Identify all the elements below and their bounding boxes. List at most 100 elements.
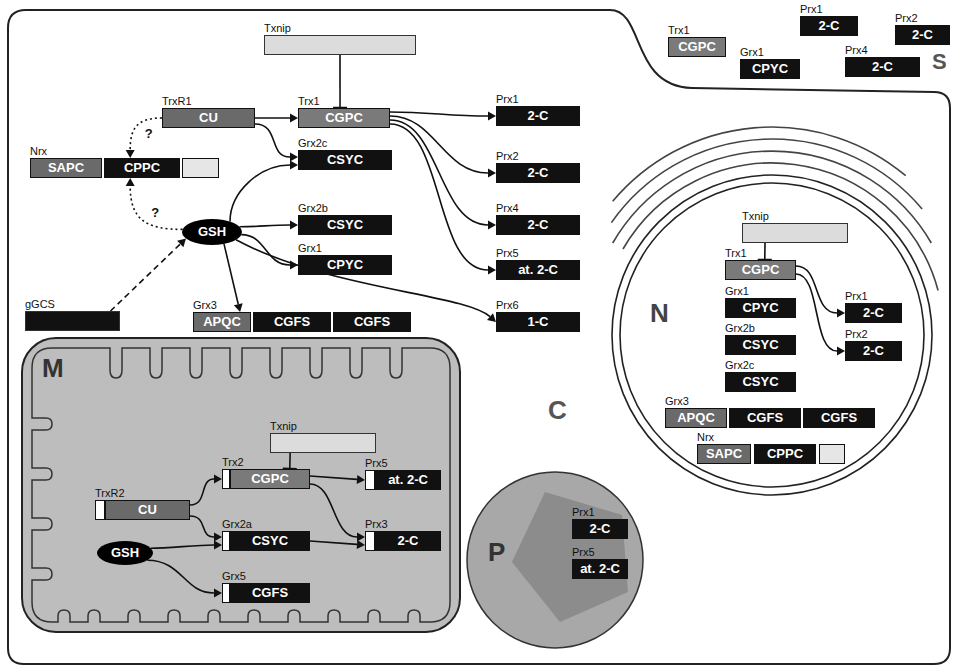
protein-name: Prx1 [572,506,628,519]
edge-label: ? [149,205,161,220]
inhibition-line [758,243,772,260]
connector-line [339,55,341,107]
protein-domain-box: Prx61-C [496,299,580,332]
protein-domain-box: Grx2bCSYC [725,322,796,355]
motif-box: 2-C [800,16,858,36]
motif-box: 2-C [496,106,580,126]
reaction-arrow [236,240,496,322]
inhibition-line [283,453,297,469]
arrow-head [488,169,496,178]
empty-domain [819,444,845,464]
protein-domain-box: Prx12-C [845,290,902,323]
protein-name: Prx4 [845,44,920,57]
domain-row: 1-C [496,312,580,332]
domain-row: CPYC [740,59,800,79]
motif-box: at. 2-C [375,470,441,490]
protein-name: Grx3 [665,395,875,408]
protein-domain-box: Grx5CGFS [222,570,310,603]
protein-domain-box: Grx1CPYC [298,242,392,275]
protein-body [25,311,120,331]
motif-box: 2-C [496,163,580,183]
motif-box: CGFS [729,408,801,428]
connector-line [390,112,488,116]
inhibition-bar [333,107,347,110]
reaction-arrow [310,475,365,484]
protein-name: gGCS [25,298,120,311]
mitochondrion-outer-membrane [22,338,460,632]
protein-name: Grx2b [298,202,392,215]
compartment-letter: N [650,299,669,328]
reaction-arrow [190,475,222,506]
motif-box: at. 2-C [572,559,628,579]
protein-name: Prx2 [496,150,580,163]
protein-name: Grx1 [298,242,392,255]
connector-line [796,266,837,313]
arrow-head [177,239,186,248]
protein-name: Prx2 [845,328,902,341]
protein-domain-box: Prx42-C [845,44,920,77]
motif-box: CU [105,500,190,520]
protein-domain-box: NrxSAPCCPPC [697,431,845,464]
protein-name: Grx3 [193,299,411,312]
protein-name: Txnip [264,22,416,35]
domain-row: APQCCGFSCGFS [193,312,411,332]
domain-row: 2-C [496,215,580,235]
connector-line [310,541,357,544]
protein-name: Prx5 [572,546,628,559]
domain-row: SAPCCPPC [30,158,219,178]
motif-box: 2-C [375,531,441,551]
protein-domain-box: Grx2bCSYC [298,202,392,235]
arrow-head [126,178,135,186]
motif-box: CGPC [725,260,796,280]
motif-box: 2-C [845,341,902,361]
protein-name: Txnip [270,420,376,433]
connector-line [147,560,214,593]
protein-name: Prx1 [800,3,858,16]
reaction-arrow [151,541,222,550]
arrow-head [234,303,243,312]
inhibition-bar [283,468,297,471]
protein-name: Prx4 [496,202,580,215]
protein-name: Prx5 [496,247,580,260]
reaction-arrow [310,540,365,549]
nuclear-envelope-outer [612,175,932,495]
connector-line [236,240,490,317]
reaction-arrow [390,120,496,230]
arrow-head [214,533,222,542]
protein-name: Prx2 [895,12,950,25]
protein-domain-box: Trx1CGPC [298,95,390,128]
connector-line [190,516,214,537]
protein-domain-box: Prx5at. 2-C [572,546,628,579]
reaction-arrow [796,274,845,356]
motif-box: 1-C [496,312,580,332]
motif-box: CSYC [230,531,310,551]
motif-box: 2-C [572,519,628,539]
reaction-arrow [224,244,243,312]
arrow-head [488,266,496,275]
protein-domain-box: Grx2cCSYC [298,137,392,170]
protein-domain-box: Trx1CGPC [668,24,726,57]
protein-box: Txnip [270,420,376,453]
protein-body [270,433,376,453]
domain-row: 2-C [572,519,628,539]
connector-line [230,165,290,222]
motif-box: CPYC [725,298,796,318]
mitochondrion-cristae [32,348,450,622]
domain-row: at. 2-C [496,260,580,280]
protein-name: Txnip [742,210,848,223]
connector-line [255,117,290,119]
protein-domain-box: TrxR1CU [162,95,255,128]
connector-line [796,274,837,351]
protein-domain-box: TrxR2CU [95,487,190,520]
motif-box: CPYC [298,255,392,275]
connector-line [390,120,488,225]
protein-domain-box: Prx5at. 2-C [496,247,580,280]
protein-domain-box: Grx1CPYC [740,46,800,79]
domain-row: 2-C [895,25,950,45]
protein-name: Prx1 [496,93,580,106]
arrow-head [290,114,298,123]
reaction-arrow [126,178,183,229]
motif-box: CSYC [725,372,796,392]
connector-line [255,124,290,157]
